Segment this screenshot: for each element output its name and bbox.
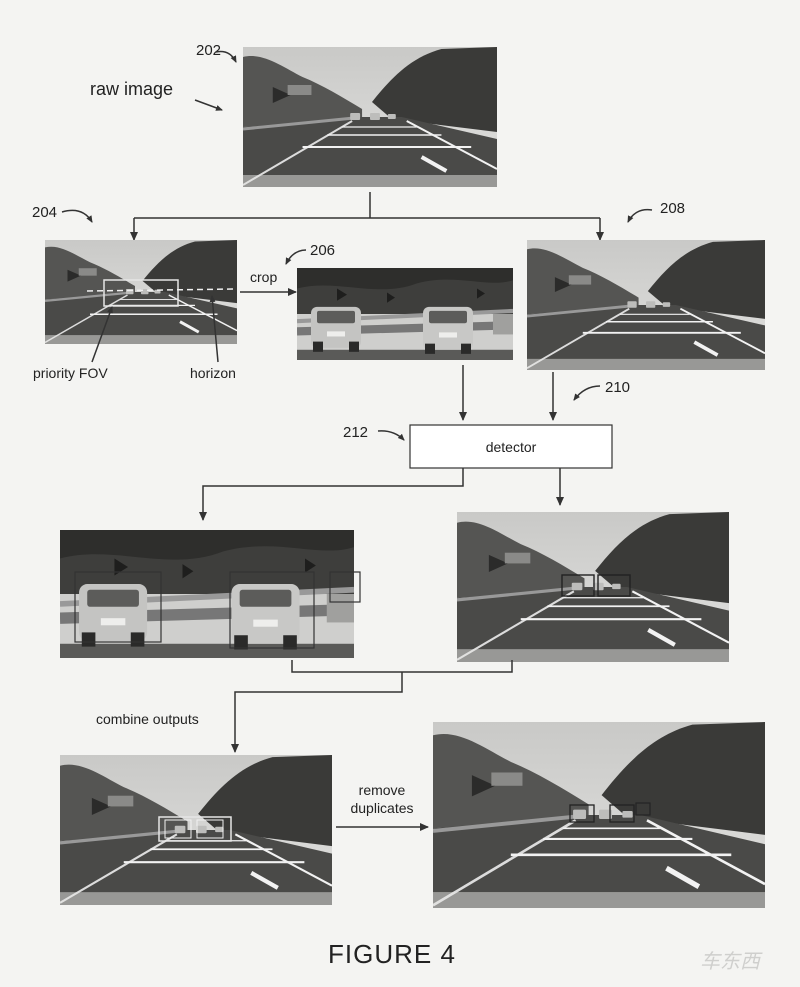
full-image-copy bbox=[527, 240, 765, 370]
crop-detection-output bbox=[60, 530, 361, 658]
horizon-line bbox=[86, 288, 238, 292]
ref-206: 206 bbox=[310, 242, 335, 259]
ref-208: 208 bbox=[660, 200, 685, 217]
crop-label: crop bbox=[250, 269, 277, 285]
combine-outputs-label: combine outputs bbox=[96, 711, 199, 727]
ref-210: 210 bbox=[605, 379, 630, 396]
raw-image bbox=[243, 47, 497, 187]
final-output bbox=[433, 722, 765, 908]
combined-output bbox=[60, 755, 332, 905]
figure-caption: FIGURE 4 bbox=[328, 939, 456, 969]
full-detection-output bbox=[457, 512, 729, 662]
detector-label: detector bbox=[486, 439, 537, 455]
detector-block: detector bbox=[409, 424, 613, 469]
cropped-image bbox=[297, 268, 513, 360]
horizon-label: horizon bbox=[190, 365, 236, 381]
remove-duplicates-label-line2: duplicates bbox=[350, 800, 413, 816]
raw-image-label: raw image bbox=[90, 79, 173, 99]
ref-204: 204 bbox=[32, 204, 57, 221]
watermark-logo: 车东西 bbox=[700, 949, 763, 973]
priority-fov-box bbox=[103, 279, 179, 307]
ref-202: 202 bbox=[196, 42, 221, 59]
image-with-priority-fov bbox=[45, 240, 238, 344]
ref-212: 212 bbox=[343, 424, 368, 441]
remove-duplicates-label-line1: remove bbox=[359, 782, 406, 798]
priority-fov-label: priority FOV bbox=[33, 365, 108, 381]
